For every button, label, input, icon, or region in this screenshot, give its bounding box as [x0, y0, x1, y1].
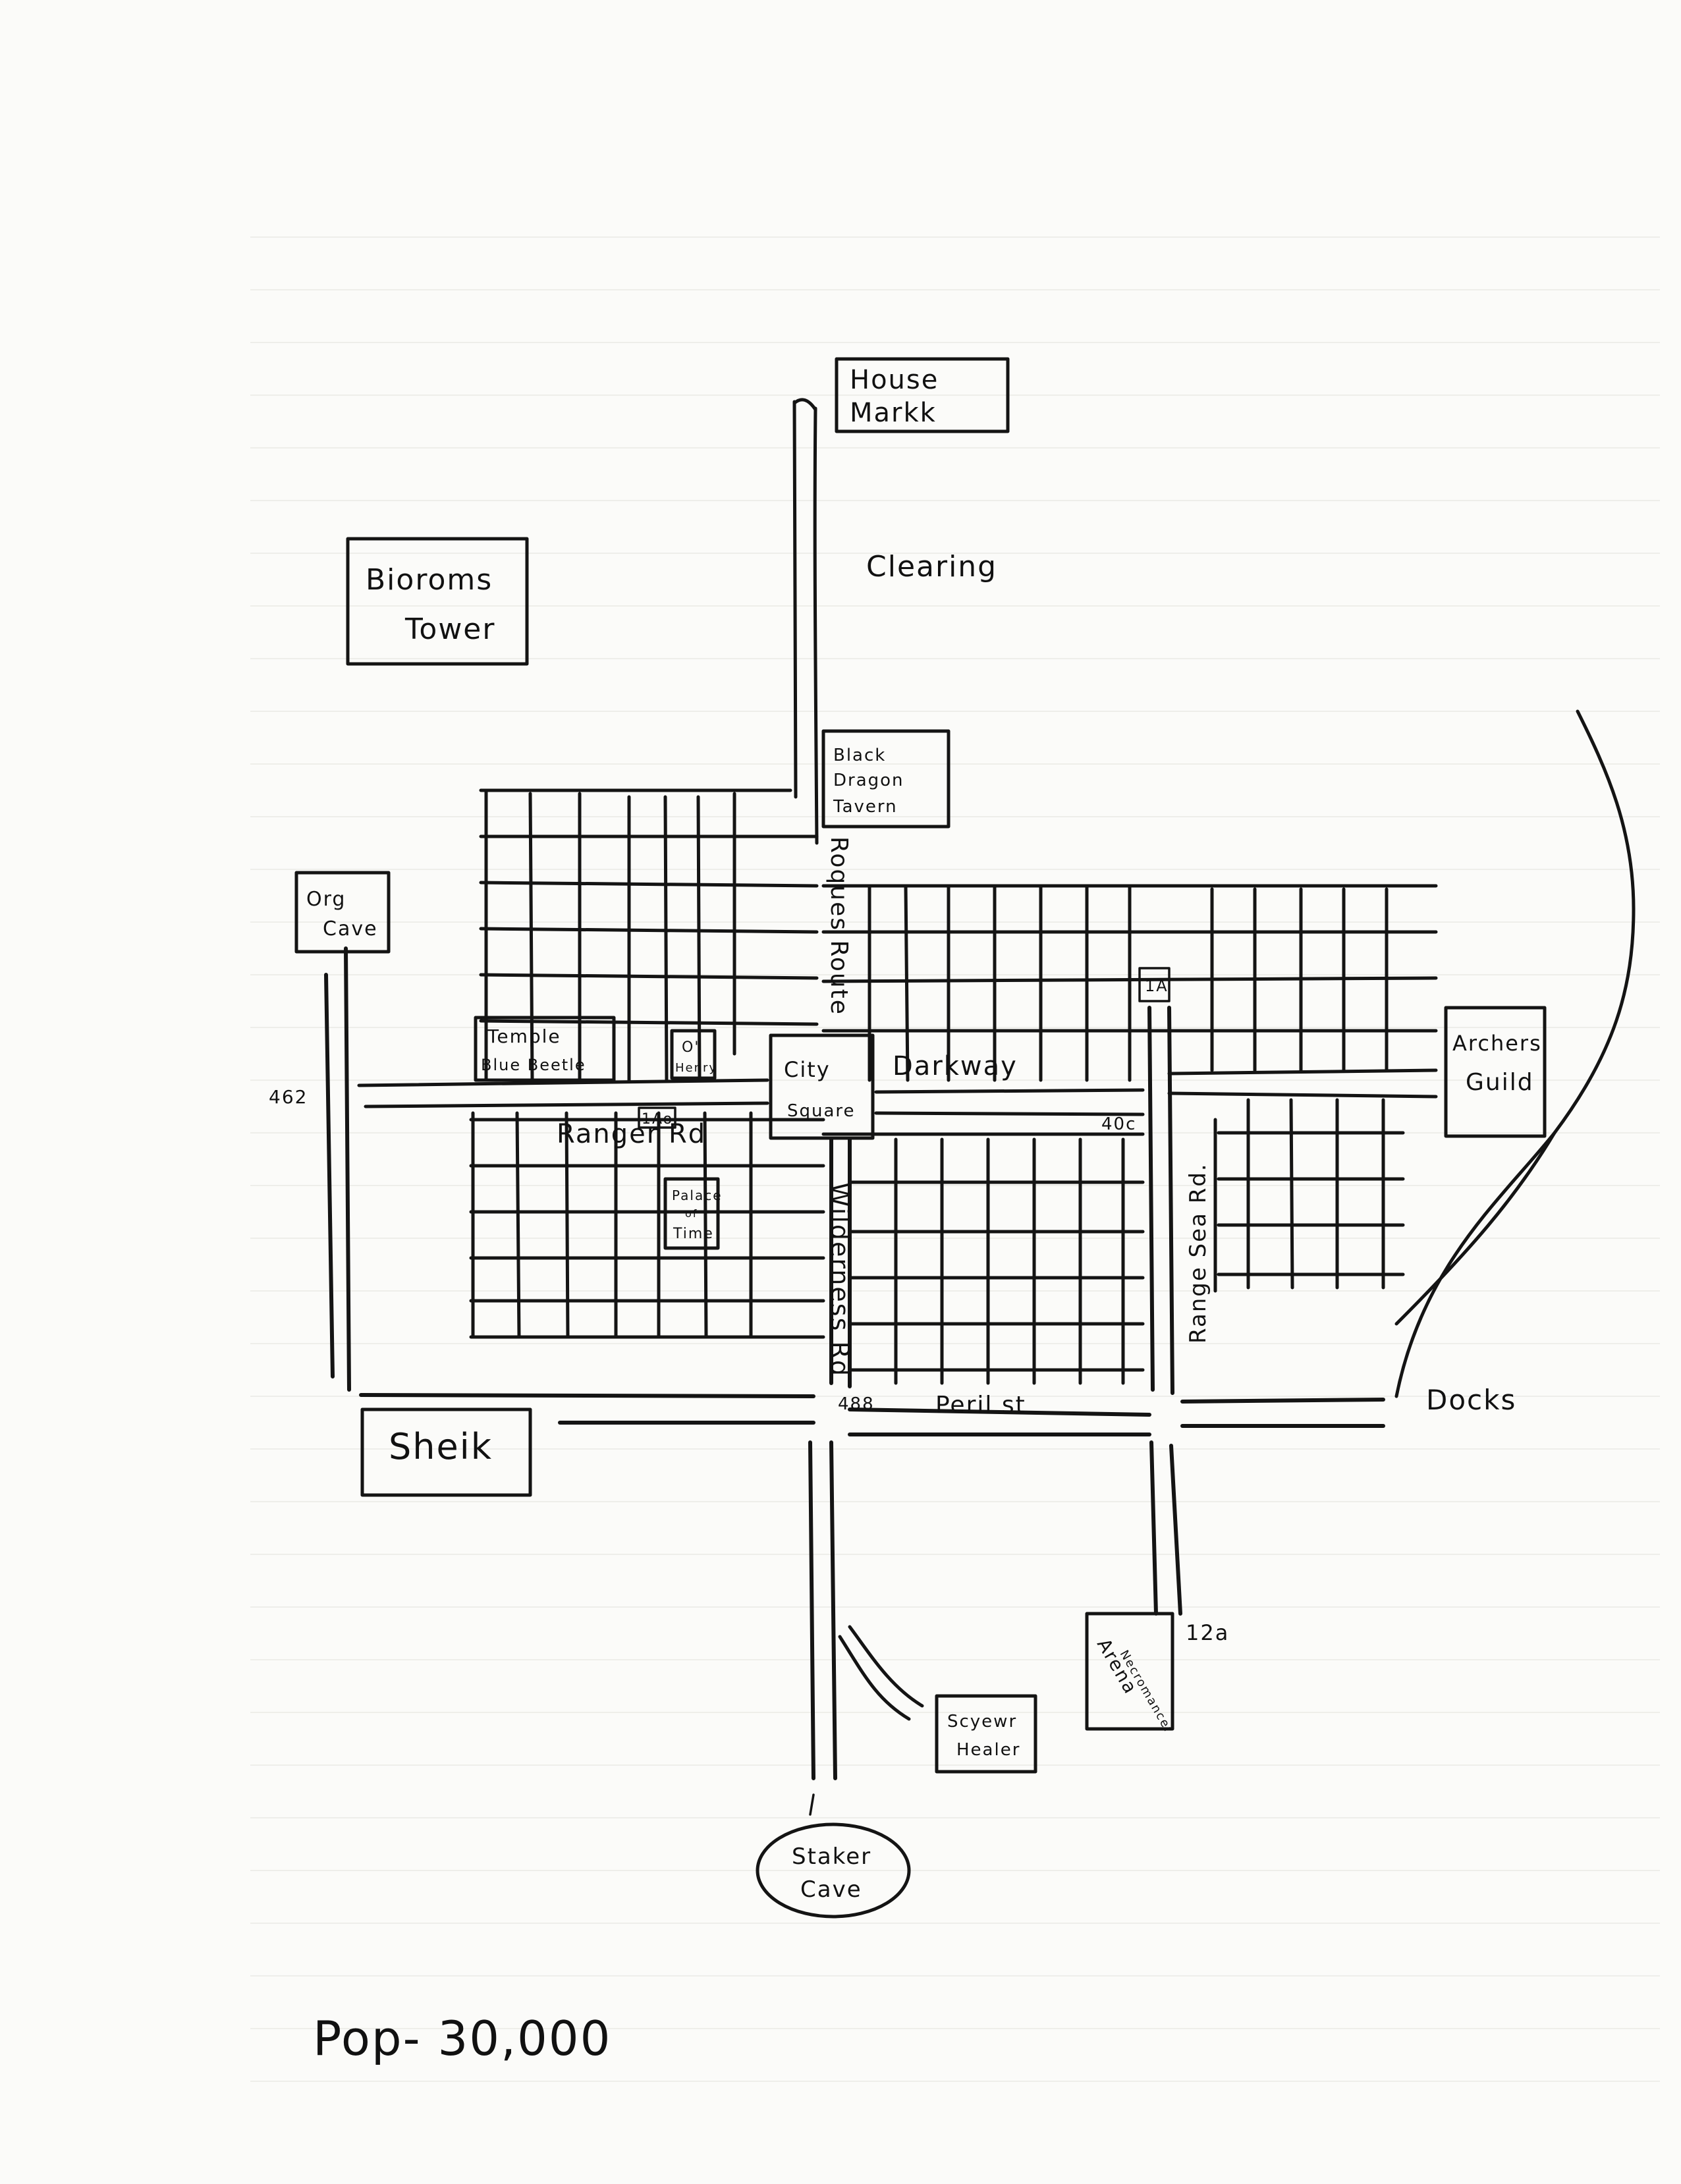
scyew-healer-label-2: Healer [956, 1740, 1020, 1760]
sheik-box [360, 1407, 532, 1497]
marker-1a: 1A [1145, 977, 1169, 995]
scyew-healer-label-1: Scyewr [947, 1712, 1017, 1732]
city-square-label-2: Square [787, 1101, 856, 1121]
coastline [1394, 709, 1636, 1398]
roques-route-label: Roques Route [825, 836, 852, 1016]
temple-label-2: Blue Beetle [481, 1056, 586, 1074]
org-cave-label-2: Cave [323, 917, 378, 941]
oj-henry-box [670, 1029, 717, 1080]
ranger-rd-label: Ranger Rd [557, 1119, 706, 1149]
north-road [792, 398, 819, 845]
city-square-label-1: City [784, 1057, 831, 1082]
house-markk-box [835, 357, 1010, 433]
black-dragon-tavern-label-1: Black [833, 746, 886, 765]
sheik-label: Sheik [389, 1426, 493, 1467]
black-dragon-tavern-label-2: Dragon [833, 771, 904, 790]
house-markk-label-2: Markk [850, 398, 937, 428]
staker-cave-label-1: Staker [792, 1843, 871, 1870]
clearing-label: Clearing [866, 550, 997, 584]
palace-of-time-label-3: Time [673, 1226, 714, 1242]
scyew-healer-box [935, 1694, 1037, 1774]
far-east-grid [1213, 1098, 1405, 1293]
oj-henry-label-1: O' [682, 1039, 700, 1056]
arena-box [1085, 1612, 1174, 1731]
range-sea-rd-label: Range Sea Rd. [1185, 1162, 1211, 1344]
southwest-grid [469, 1111, 825, 1339]
marker-1ao: 1Ao [642, 1111, 673, 1128]
palace-of-time-box [663, 1177, 720, 1250]
city-square-box [769, 1033, 875, 1140]
darkway-label: Darkway [893, 1051, 1018, 1081]
southeast-grid [848, 1137, 1145, 1385]
staker-cave-oval [756, 1822, 911, 1919]
wilderness-road-lines [808, 1137, 924, 1816]
northwest-grid [479, 788, 819, 1082]
range-sea-road-lines [1147, 1006, 1182, 1616]
ranger-1ao-box [638, 1106, 676, 1129]
black-dragon-tavern-label-3: Tavern [833, 797, 898, 817]
house-markk-label-1: House [850, 365, 939, 395]
temple-label-1: Temple [487, 1025, 561, 1047]
temple-box [474, 1016, 616, 1082]
archers-guild-box [1444, 1006, 1547, 1138]
black-dragon-tavern-box [821, 729, 951, 829]
wilderness-rd-label: Wilderness Rd [825, 1182, 854, 1377]
palace-of-time-label-2: of [685, 1207, 698, 1220]
marker-12a: 12a [1186, 1620, 1229, 1645]
marker-40c: 40c [1101, 1114, 1136, 1134]
docks-label: Docks [1426, 1384, 1516, 1416]
bioroms-tower-label-1: Bioroms [366, 563, 493, 597]
northeast-grid [821, 884, 1438, 1082]
bioroms-tower-box [346, 537, 529, 666]
org-cave-label-1: Org [306, 888, 346, 911]
peril-street [359, 1393, 1385, 1436]
west-road [324, 946, 351, 1392]
marker-488: 488 [838, 1394, 875, 1414]
bioroms-tower-label-2: Tower [404, 613, 495, 646]
marker-462: 462 [269, 1086, 308, 1108]
staker-cave-label-2: Cave [800, 1876, 862, 1903]
page-ruling [250, 236, 1660, 2082]
archers-guild-label-2: Guild [1466, 1069, 1534, 1096]
org-cave-box [294, 871, 391, 954]
palace-of-time-label-1: Palace [672, 1188, 723, 1203]
peril-st-label: Peril st [935, 1392, 1026, 1419]
road-marker-1a-box [1138, 967, 1171, 1002]
archers-guild-label-1: Archers [1452, 1031, 1542, 1056]
population-label: Pop- 30,000 [313, 2011, 611, 2066]
oj-henry-label-2: Henry [675, 1061, 717, 1075]
